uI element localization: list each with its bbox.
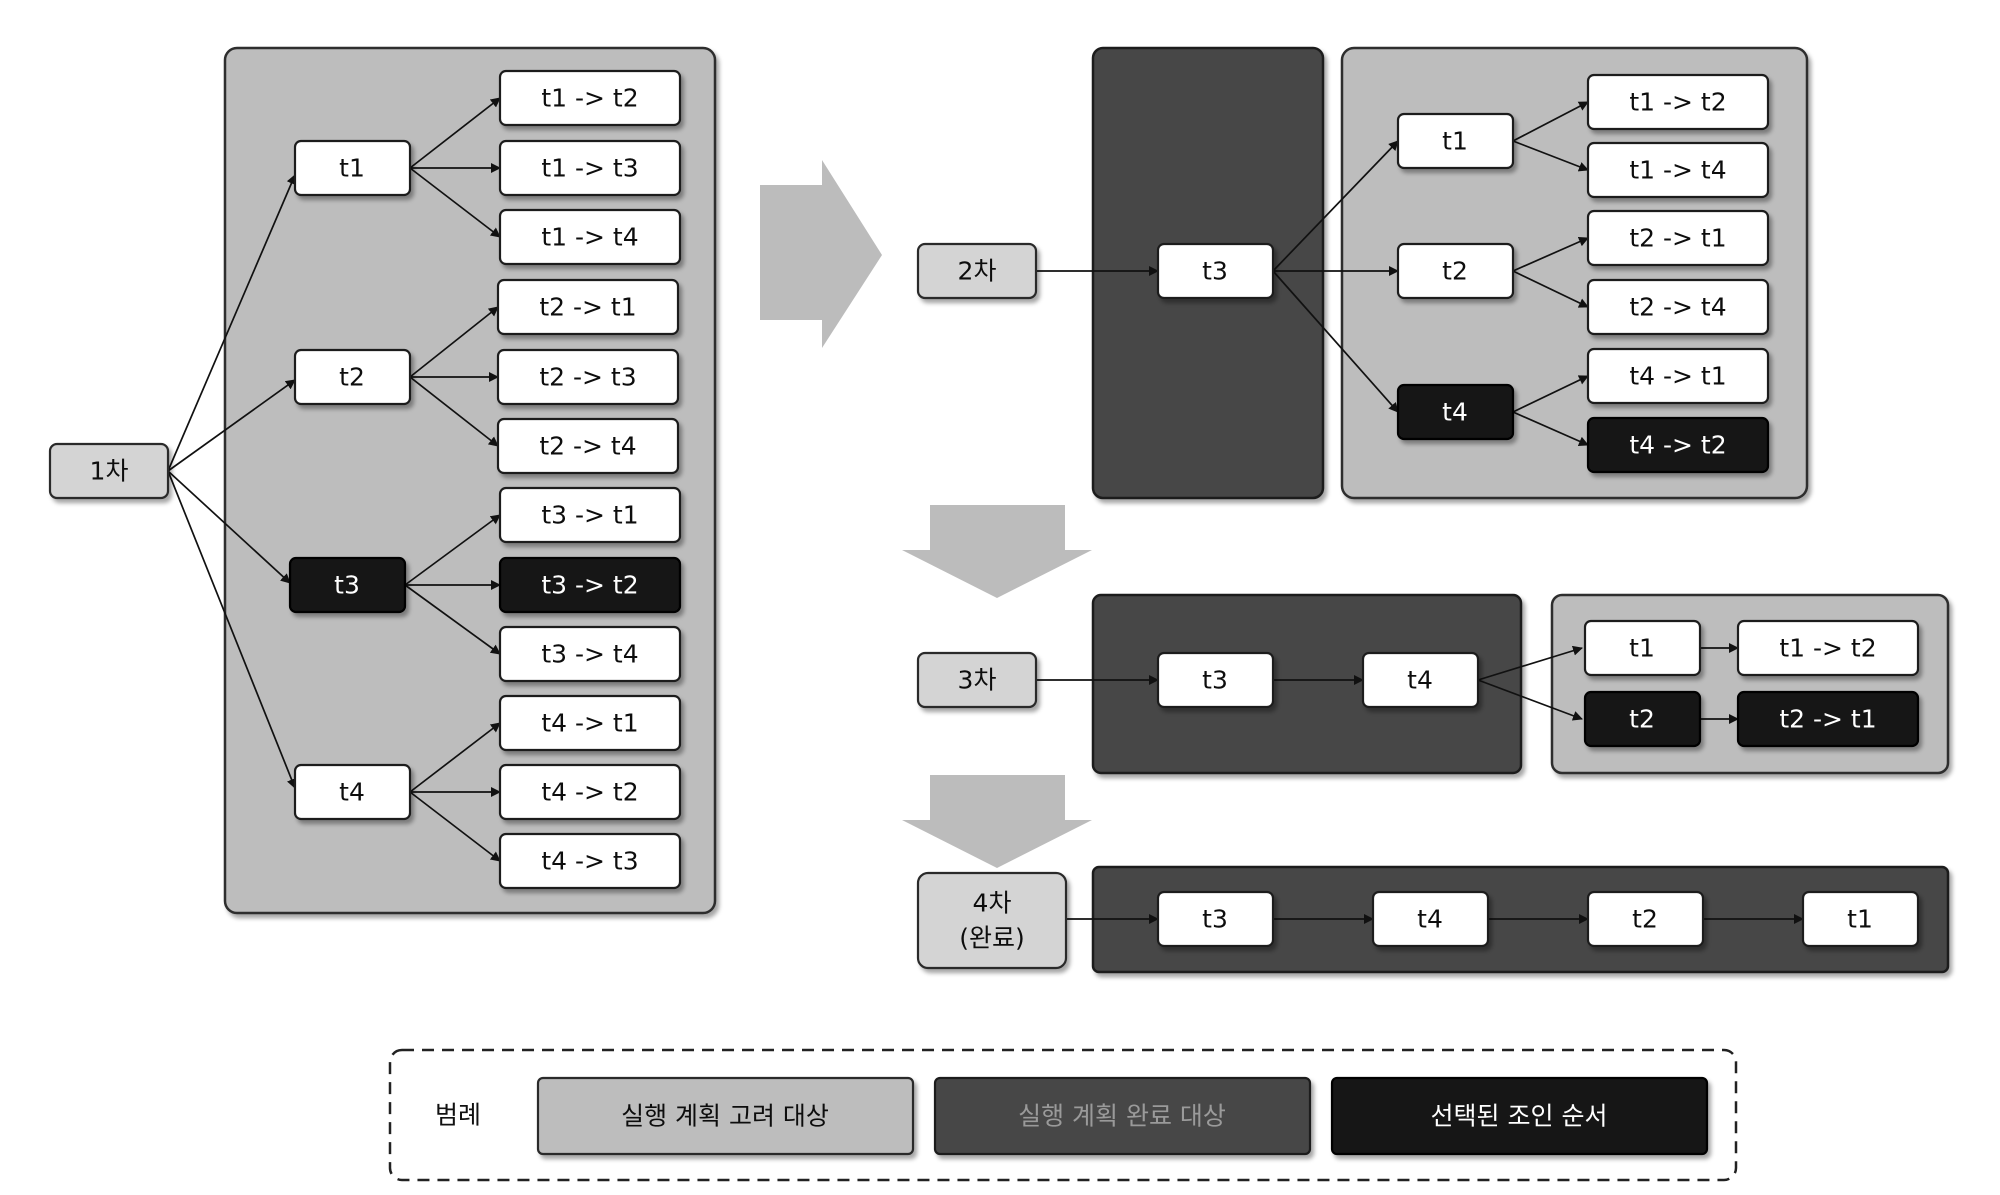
svg-text:t4: t4 — [339, 778, 365, 807]
round3-edges — [1036, 643, 1739, 724]
round1-pair-node: t2 -> t3 — [496, 348, 680, 406]
round1-pair-node: t1 -> t2 — [498, 69, 682, 127]
svg-text:t2: t2 — [1629, 705, 1655, 734]
svg-text:t2: t2 — [339, 363, 365, 392]
round3-candidate-node: t1 — [1583, 619, 1702, 677]
round1-pair-node: t1 -> t3 — [498, 139, 682, 197]
svg-text:t3: t3 — [1202, 905, 1228, 934]
svg-text:t4 -> t2: t4 -> t2 — [1629, 431, 1726, 460]
legend-considered: 실행 계획 고려 대상 — [536, 1076, 915, 1156]
legend-selected: 선택된 조인 순서 — [1330, 1076, 1709, 1156]
svg-text:t4 -> t1: t4 -> t1 — [1629, 362, 1726, 391]
round4-order-node: t1 — [1801, 890, 1920, 948]
svg-text:t3: t3 — [1202, 666, 1228, 695]
round2-pair-node: t1 -> t4 — [1586, 141, 1770, 199]
round3-fixed-node: t4 — [1361, 651, 1480, 709]
round2-pair-node: t1 -> t2 — [1586, 73, 1770, 131]
svg-text:t1 -> t2: t1 -> t2 — [1629, 88, 1726, 117]
legend-border — [388, 1048, 1738, 1182]
svg-text:t4: t4 — [1417, 905, 1443, 934]
svg-text:t2: t2 — [1442, 257, 1468, 286]
svg-text:t1: t1 — [1847, 905, 1873, 934]
svg-text:실행 계획 고려 대상: 실행 계획 고려 대상 — [621, 1102, 829, 1131]
svg-text:t1 -> t4: t1 -> t4 — [541, 223, 638, 252]
svg-text:t3 -> t1: t3 -> t1 — [541, 501, 638, 530]
svg-text:t2: t2 — [1632, 905, 1658, 934]
svg-text:t2 -> t4: t2 -> t4 — [1629, 293, 1726, 322]
round1-table-node: t2 — [293, 348, 412, 406]
step4-node: 4차 (완료) — [916, 871, 1068, 970]
round4-order-node: t2 — [1586, 890, 1705, 948]
round2-candidate-node: t2 — [1396, 242, 1515, 300]
legend-completed: 실행 계획 완료 대상 — [933, 1076, 1312, 1156]
svg-text:(완료): (완료) — [959, 924, 1025, 953]
svg-text:4차: 4차 — [973, 889, 1012, 918]
svg-text:t2 -> t1: t2 -> t1 — [1629, 224, 1726, 253]
step3-node: 3차 — [916, 651, 1038, 709]
right-transition-arrow — [760, 160, 882, 348]
round2-selected-candidate-node: t4 — [1396, 383, 1515, 441]
round1-table-node: t4 — [293, 763, 412, 821]
svg-text:t1: t1 — [1629, 634, 1655, 663]
svg-text:t4 -> t3: t4 -> t3 — [541, 847, 638, 876]
svg-text:t4 -> t2: t4 -> t2 — [541, 778, 638, 807]
svg-text:t4: t4 — [1407, 666, 1433, 695]
round1-pair-node: t4 -> t1 — [498, 694, 682, 752]
round1-pair-node: t1 -> t4 — [498, 208, 682, 266]
round2-pair-node: t4 -> t1 — [1586, 347, 1770, 405]
round1-selected-table-node: t3 — [288, 556, 407, 614]
svg-text:t1: t1 — [339, 154, 365, 183]
svg-text:선택된 조인 순서: 선택된 조인 순서 — [1431, 1102, 1608, 1131]
svg-text:t2 -> t4: t2 -> t4 — [539, 432, 636, 461]
svg-text:t2 -> t1: t2 -> t1 — [539, 293, 636, 322]
svg-text:t3: t3 — [334, 571, 360, 600]
svg-text:t3 -> t4: t3 -> t4 — [541, 640, 638, 669]
svg-text:실행 계획 완료 대상: 실행 계획 완료 대상 — [1018, 1102, 1226, 1131]
svg-text:t4: t4 — [1442, 398, 1468, 427]
legend: 범례 실행 계획 고려 대상 실행 계획 완료 대상 선택된 조인 순서 — [388, 1048, 1738, 1182]
round2-candidate-node: t1 — [1396, 112, 1515, 170]
down-transition-arrow-1 — [902, 505, 1092, 598]
svg-text:t3: t3 — [1202, 257, 1228, 286]
round1-edges — [167, 97, 501, 862]
round3-fixed-node: t3 — [1156, 651, 1275, 709]
svg-text:t1: t1 — [1442, 127, 1468, 156]
down-transition-arrow-2 — [902, 775, 1092, 868]
svg-text:t3 -> t2: t3 -> t2 — [541, 571, 638, 600]
round2-pair-node: t2 -> t4 — [1586, 278, 1770, 336]
round1-pair-node: t3 -> t1 — [498, 486, 682, 544]
round2-fixed-node: t3 — [1156, 242, 1275, 300]
svg-text:3차: 3차 — [958, 666, 997, 695]
step1-node: 1차 — [48, 442, 170, 500]
round3-selected-candidate-node: t2 — [1583, 690, 1702, 748]
round4-order-node: t4 — [1371, 890, 1490, 948]
round1-pair-node: t3 -> t4 — [498, 625, 682, 683]
svg-text:t4 -> t1: t4 -> t1 — [541, 709, 638, 738]
round2-edges — [1036, 101, 1589, 446]
round3-selected-pair-node: t2 -> t1 — [1736, 690, 1920, 748]
step2-node: 2차 — [916, 242, 1038, 300]
round2-pair-node: t2 -> t1 — [1586, 209, 1770, 267]
round1-pair-node: t4 -> t2 — [498, 763, 682, 821]
svg-text:t1 -> t2: t1 -> t2 — [541, 84, 638, 113]
round1-selected-pair-node: t3 -> t2 — [498, 556, 682, 614]
round1-pair-node: t4 -> t3 — [498, 832, 682, 890]
svg-text:t1 -> t2: t1 -> t2 — [1779, 634, 1876, 663]
round1-table-node: t1 — [293, 139, 412, 197]
svg-text:t1 -> t3: t1 -> t3 — [541, 154, 638, 183]
round4-order-node: t3 — [1156, 890, 1275, 948]
svg-text:t2 -> t3: t2 -> t3 — [539, 363, 636, 392]
svg-text:t2 -> t1: t2 -> t1 — [1779, 705, 1876, 734]
svg-text:1차: 1차 — [90, 457, 129, 486]
round3-completed-panel — [1091, 593, 1523, 775]
svg-text:t1 -> t4: t1 -> t4 — [1629, 156, 1726, 185]
round1-pair-node: t2 -> t4 — [496, 417, 680, 475]
svg-text:2차: 2차 — [958, 257, 997, 286]
round3-pair-node: t1 -> t2 — [1736, 619, 1920, 677]
round2-selected-pair-node: t4 -> t2 — [1586, 416, 1770, 474]
legend-title: 범례 — [435, 1101, 481, 1130]
round1-pair-node: t2 -> t1 — [496, 278, 680, 336]
